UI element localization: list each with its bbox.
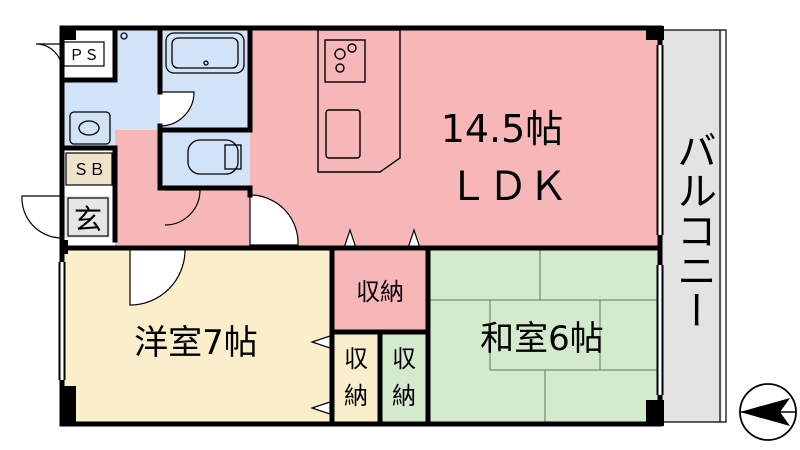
balcony-outline — [662, 29, 727, 423]
storage-small-left[interactable] — [332, 332, 380, 422]
labels: 14.5帖 ＬＤＫ 洋室7帖 和室6帖 収納 収 納 収 納 ＰＳ ＳＢ 玄 バ… — [69, 46, 716, 410]
ps-door — [35, 43, 63, 71]
balcony[interactable] — [662, 30, 722, 422]
storage-small-right[interactable] — [380, 332, 428, 422]
window-frames — [58, 45, 664, 395]
ps-tag-bg — [64, 42, 104, 66]
ldk-door — [249, 194, 299, 246]
room-fills — [62, 30, 722, 422]
storage-right-line1: 収 — [392, 345, 416, 373]
sb-tag: ＳＢ — [73, 160, 105, 179]
north-arrow-icon — [739, 383, 797, 441]
door-swings — [21, 43, 421, 415]
windows — [60, 45, 662, 395]
sb-tag-bg — [66, 153, 112, 185]
toilet-icon — [187, 139, 239, 175]
storage-center-label: 収納 — [356, 278, 404, 306]
ldk-size-label: 14.5帖 — [441, 107, 564, 151]
balcony-label: バルコニー — [670, 130, 716, 330]
western-room-label: 洋室7帖 — [134, 323, 258, 363]
bathtub-icon — [165, 32, 245, 74]
toilet-room[interactable] — [160, 132, 250, 188]
stove-icon — [324, 39, 366, 83]
storage-left-line1: 収 — [344, 345, 368, 373]
entrance-bg — [64, 196, 110, 238]
hall-door — [164, 189, 201, 226]
entrance-tag: 玄 — [74, 203, 102, 236]
fixtures — [69, 32, 245, 175]
tag-boxes — [63, 41, 113, 237]
sink-icon — [325, 109, 361, 159]
washroom-door — [159, 91, 195, 127]
storage-left-line2: 納 — [344, 382, 368, 410]
entry-wet — [115, 30, 160, 130]
western-room[interactable] — [62, 250, 332, 422]
japanese-room-label: 和室6帖 — [480, 319, 604, 359]
corridor-area — [115, 130, 160, 190]
western-door — [129, 249, 186, 306]
washbasin-icon — [69, 111, 111, 145]
wall-corners — [60, 26, 664, 426]
entrance-door — [21, 195, 63, 239]
storage-center[interactable] — [332, 250, 428, 332]
japanese-room[interactable] — [428, 250, 660, 422]
tatami-lines — [428, 250, 660, 422]
storage-right-line2: 納 — [392, 382, 416, 410]
ps-tag: ＰＳ — [69, 46, 99, 64]
ldk-type-label: ＬＤＫ — [448, 164, 568, 210]
